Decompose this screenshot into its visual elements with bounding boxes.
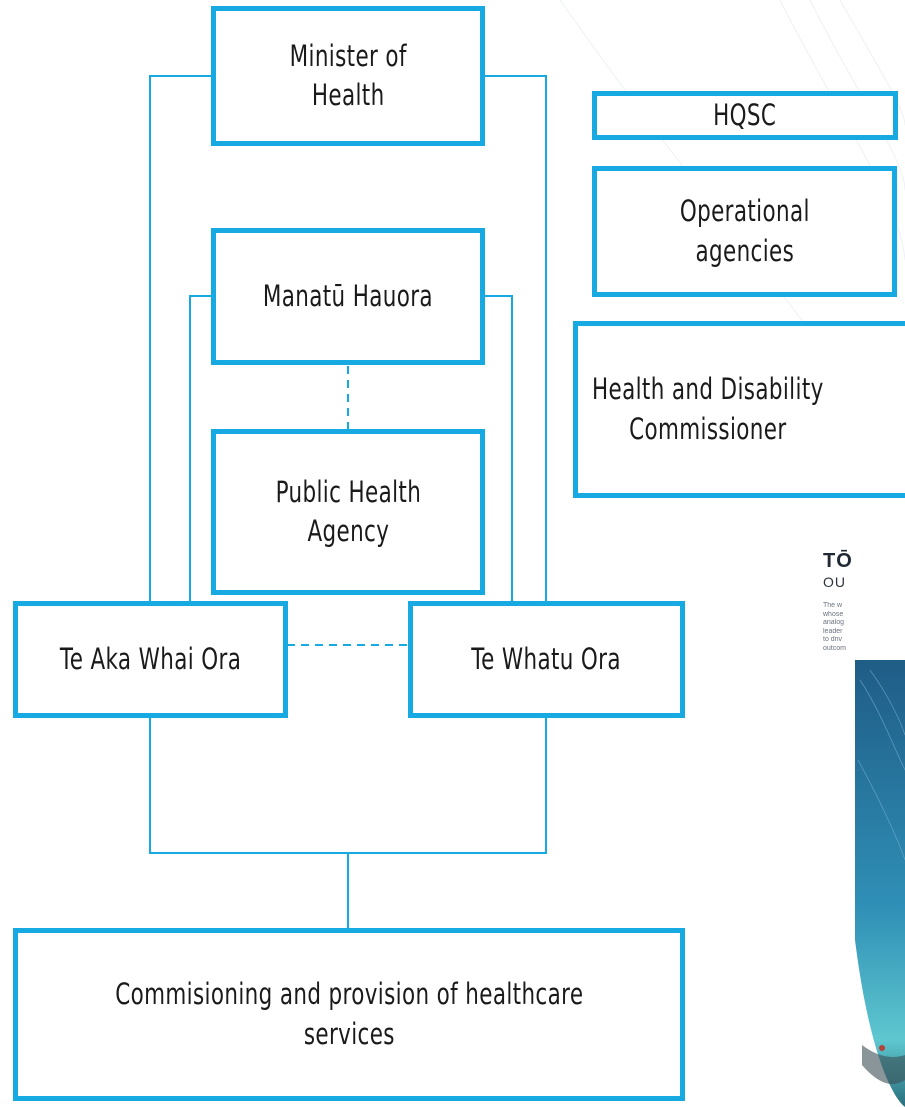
node-te-whatu-label: Te Whatu Ora: [471, 641, 622, 676]
brochure-line: to driv: [823, 636, 843, 643]
node-commissioning-provision: Commisioning and provision of healthcare…: [13, 928, 685, 1101]
node-hqsc: HQSC: [592, 91, 898, 140]
edge-manatu-te-whatu: [484, 295, 513, 602]
edge-minister-te-aka: [149, 75, 213, 602]
node-public-health-agency: Public Health Agency: [211, 429, 485, 595]
node-minister-label: Minister of Health: [289, 38, 407, 112]
brochure-line: outcom: [823, 644, 846, 652]
brochure-line: leader: [823, 627, 843, 635]
node-minister-of-health: Minister of Health: [211, 6, 485, 146]
brochure-subtitle: OU: [823, 574, 846, 590]
brochure-thumbnail: TŌ OU The w whose analog leader to driv …: [800, 520, 905, 1107]
edge-manatu-te-aka: [189, 295, 213, 602]
node-health-disability-commissioner: Health and Disability Commissioner: [573, 321, 905, 498]
node-te-aka-label: Te Aka Whai Ora: [59, 641, 242, 676]
node-hdc-label: Health and Disability Commissioner: [592, 372, 824, 446]
node-commissioning-label: Commisioning and provision of healthcare…: [114, 977, 584, 1051]
node-manatu-label: Manatū Hauora: [262, 278, 434, 313]
brochure-line: The w: [823, 602, 843, 609]
brochure-line: analog: [823, 619, 845, 626]
node-manatu-hauora: Manatū Hauora: [211, 228, 485, 365]
brochure-body-text: The w whose analog leader to driv outcom: [823, 602, 905, 653]
brochure-line: whose: [823, 610, 844, 618]
brochure-title: TŌ: [823, 550, 853, 572]
node-te-aka-whai-ora: Te Aka Whai Ora: [13, 601, 288, 718]
brochure-cover-image: [855, 660, 905, 1107]
node-pha-label: Public Health Agency: [275, 474, 421, 548]
node-operational-agencies: Operational agencies: [592, 166, 897, 297]
node-operational-label: Operational agencies: [679, 194, 810, 268]
node-hqsc-label: HQSC: [713, 97, 777, 132]
edge-minister-te-whatu: [484, 75, 547, 602]
node-te-whatu-ora: Te Whatu Ora: [408, 601, 685, 718]
edge-te-aka-commissioning: [149, 717, 547, 854]
